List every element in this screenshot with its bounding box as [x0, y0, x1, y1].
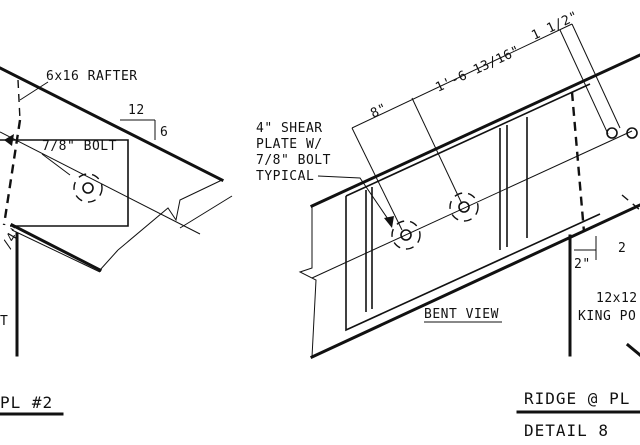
bolt-1-icon: [400, 229, 412, 241]
bolt-ring-icon: [73, 173, 103, 203]
dim-ext-1: [351, 127, 403, 231]
bolt-1-ring-icon: [391, 220, 421, 250]
post-hidden-edge: [2, 119, 22, 226]
slope-run-label: 12: [128, 103, 145, 118]
shear-label-line1: 4" SHEAR: [256, 121, 323, 136]
right-bolt-centerline: [311, 130, 633, 279]
right-detail-title: RIDGE @ PL: [524, 389, 630, 408]
ridge-corner-line-2: [625, 342, 640, 357]
king-post-line2: KING PO: [578, 309, 636, 324]
rafter-lower-line: [11, 229, 101, 273]
bolt-4-icon: [626, 127, 638, 139]
dim-ext-2: [411, 97, 463, 205]
rafter-top-edge: [0, 66, 225, 183]
shear-label-line3: 7/8" BOLT: [256, 153, 331, 168]
rafter-bottom-edge-2: [99, 249, 119, 271]
shear-label-line2: PLATE W/: [256, 137, 323, 152]
right-plate-top: [345, 83, 591, 197]
shear-leader: [317, 175, 391, 223]
dim-2-label: 2": [574, 257, 591, 272]
rafter-bottom-edge: [9, 222, 103, 273]
shear-label-line4: TYPICAL: [256, 169, 314, 184]
bolt-3-icon: [606, 127, 618, 139]
right-detail-subtitle: DETAIL 8: [524, 421, 609, 440]
arrow-icon: [4, 134, 14, 146]
king-post-line1: 12x12: [596, 291, 638, 306]
ridge-corner-line: [621, 194, 640, 211]
right-break-line: [298, 206, 317, 358]
rafter-label: 6x16 RAFTER: [46, 69, 138, 84]
right-rafter-top: [310, 53, 640, 208]
dim-2b-label: 2: [618, 241, 626, 256]
shear-arrow-icon: [384, 216, 394, 228]
post-hidden-edge-2: [17, 79, 21, 121]
bolt-label: 7/8" BOLT: [42, 139, 117, 154]
left-detail: 6x16 RAFTER 12 6 7/8" BOLT /4" T PL #2: [0, 66, 233, 416]
dim-ext-4: [571, 23, 621, 129]
partial-dimension: /4": [0, 223, 25, 252]
left-detail-title: PL #2: [0, 393, 53, 412]
dim-ext-3: [559, 29, 609, 135]
slope-rise-label: 6: [160, 125, 168, 140]
partial-text: T: [0, 314, 8, 329]
bolt-leader: [41, 153, 71, 176]
bent-view-label: BENT VIEW: [424, 307, 499, 322]
rafter-leader: [19, 81, 49, 101]
splice-plate-outline: [0, 139, 129, 227]
right-plate-outline: [345, 196, 601, 332]
dim-line-top: [351, 23, 573, 129]
dim-spacing-label: 8": [368, 101, 389, 122]
right-detail: 1'-6 13/16" 1 1/2" 8" 4" SHEAR PLATE W/ …: [256, 9, 640, 440]
rafter-extension-line: [179, 195, 233, 229]
bolt-2-ring-icon: [449, 192, 479, 222]
dim-total-label: 1'-6 13/16": [433, 43, 522, 95]
rafter-break-line: [117, 179, 223, 251]
bolt-centerline: [0, 131, 201, 235]
bolt-icon: [82, 182, 94, 194]
bolt-2-icon: [458, 201, 470, 213]
right-post-hidden-edge: [570, 91, 586, 233]
right-rafter-bottom: [310, 203, 640, 359]
